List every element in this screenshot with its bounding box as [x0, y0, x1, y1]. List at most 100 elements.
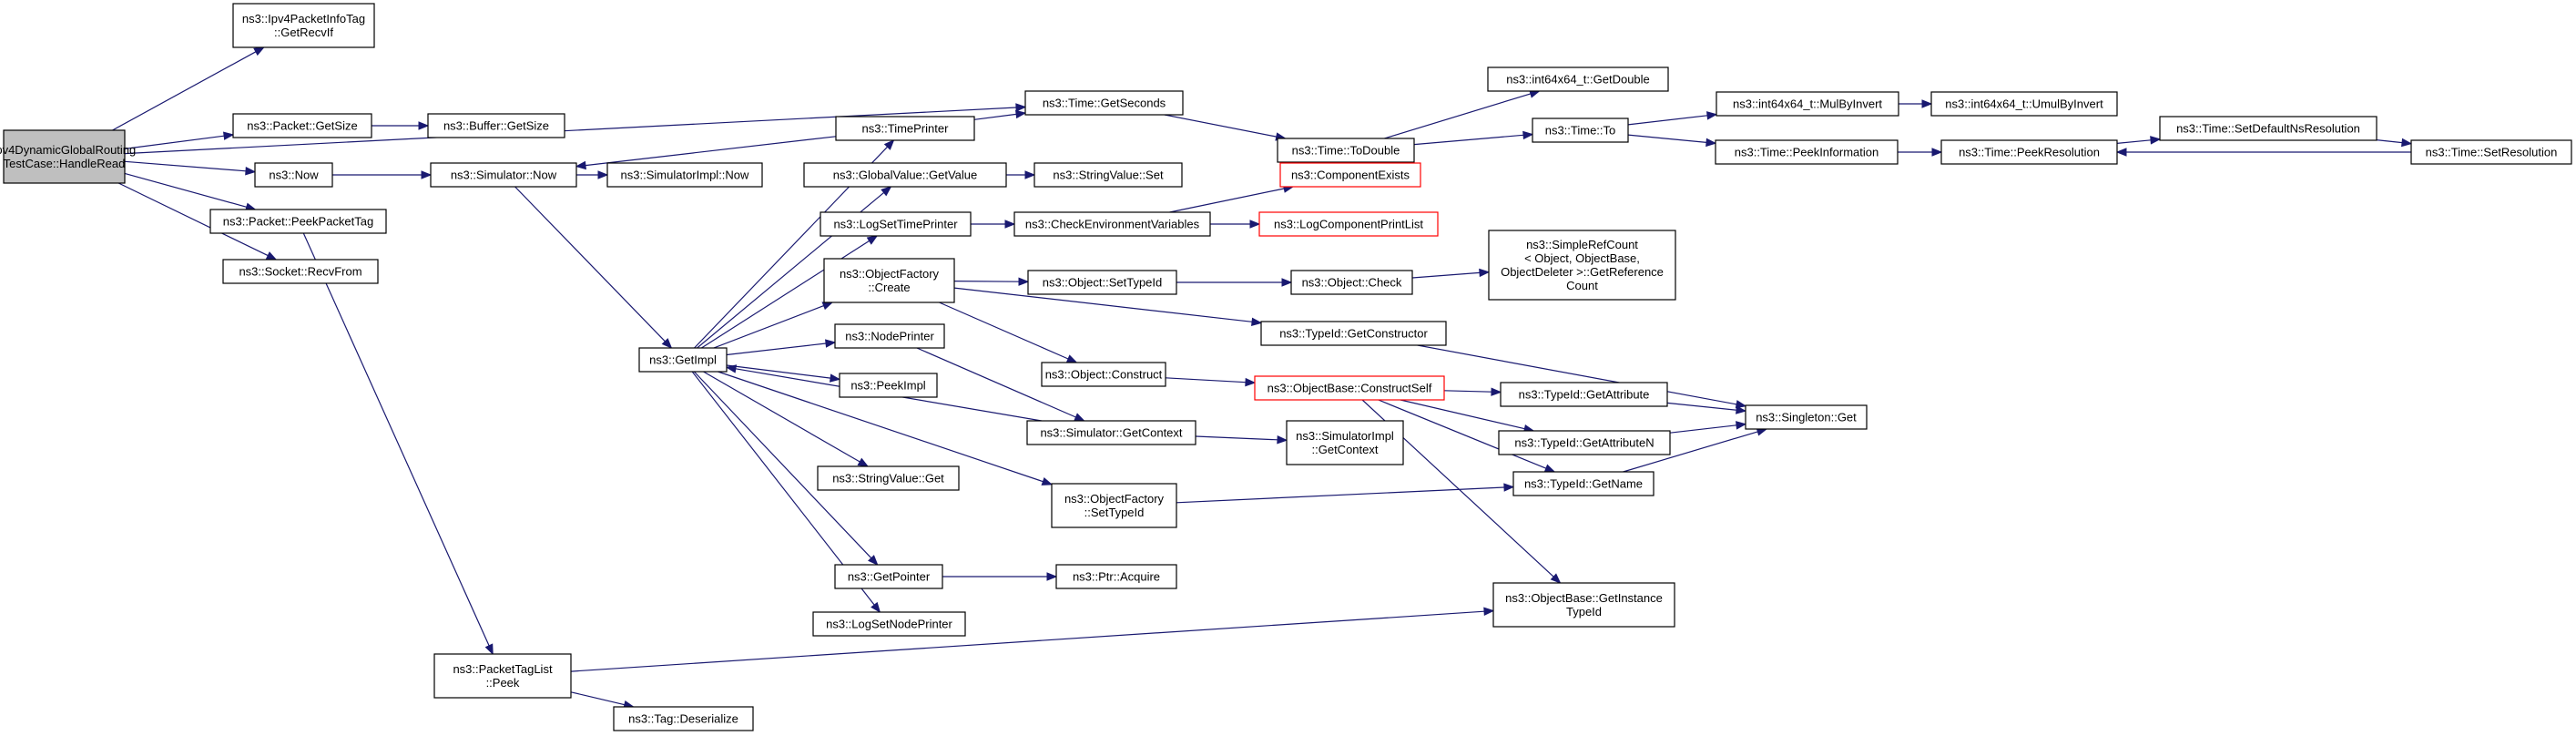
graph-node-ns3-time-todouble[interactable]: ns3::Time::ToDouble: [1277, 138, 1415, 163]
call-edge-n29-to-n37: [1384, 89, 1541, 139]
node-label: ns3::SimulatorImpl: [1296, 429, 1394, 443]
graph-node-ns3-stringvalue-set[interactable]: ns3::StringValue::Set: [1033, 162, 1183, 188]
graph-node-ns3-simulatorimpl-now[interactable]: ns3::SimulatorImpl::Now: [606, 162, 763, 188]
node-label: ns3::TypeId::GetAttributeN: [1514, 436, 1654, 450]
graph-node-ns3-globalvalue-getvalue[interactable]: ns3::GlobalValue::GetValue: [803, 162, 1007, 188]
graph-node-ns3-packet-peekpackettag[interactable]: ns3::Packet::PeekPacketTag: [209, 209, 387, 234]
node-label: ns3::Object::Check: [1302, 276, 1402, 290]
node-label: ns3::GetImpl: [649, 353, 717, 367]
graph-node-ns3-object-settypeid[interactable]: ns3::Object::SetTypeId: [1027, 270, 1177, 295]
arrowhead-icon: [1543, 464, 1556, 473]
graph-node-ns3-socket-recvfrom[interactable]: ns3::Socket::RecvFrom: [222, 259, 379, 284]
graph-node-ns3-time-setresolution[interactable]: ns3::Time::SetResolution: [2410, 139, 2572, 165]
graph-node-ns3-peekimpl[interactable]: ns3::PeekImpl: [839, 373, 938, 398]
call-edge-n8-to-n9: [576, 170, 609, 179]
edge-line: [703, 371, 860, 463]
graph-node-ns3-time-to[interactable]: ns3::Time::To: [1532, 118, 1629, 143]
node-label: ns3::TypeId::GetName: [1524, 477, 1643, 491]
graph-node-ns3-simulatorimpl-getcontext[interactable]: ns3::SimulatorImpl::GetContext: [1286, 420, 1404, 465]
graph-node-ns3-simulator-now[interactable]: ns3::Simulator::Now: [430, 162, 577, 188]
graph-node-ns3-time-peekresolution[interactable]: ns3::Time::PeekResolution: [1940, 139, 2118, 165]
graph-node-ns3-ipv4packetinfotag-getrecvif[interactable]: ns3::Ipv4PacketInfoTag::GetRecvIf: [232, 3, 375, 48]
graph-node-ns3-object-construct[interactable]: ns3::Object::Construct: [1041, 362, 1166, 387]
graph-node-ipv4dynamicglobalrouting-testcase-handleread[interactable]: Ipv4DynamicGlobalRoutingTestCase::Handle…: [0, 129, 136, 184]
call-edge-root-to-n2: [124, 131, 235, 149]
graph-node-ns3-packettaglist-peek[interactable]: ns3::PacketTagList::Peek: [433, 653, 572, 699]
graph-node-ns3-logsettimeprinter[interactable]: ns3::LogSetTimePrinter: [820, 211, 972, 237]
graph-node-ns3-now[interactable]: ns3::Now: [254, 162, 333, 188]
node-label: ns3::Packet::PeekPacketTag: [223, 215, 373, 229]
edge-line: [973, 113, 1017, 120]
call-edge-n11-to-n6: [973, 109, 1027, 120]
graph-node-ns3-time-getseconds[interactable]: ns3::Time::GetSeconds: [1024, 90, 1184, 116]
arrowhead-icon: [1281, 278, 1293, 287]
node-label: ns3::GetPointer: [848, 570, 931, 584]
graph-node-ns3-timeprinter[interactable]: ns3::TimePrinter: [835, 116, 975, 141]
graph-node-ns3-singleton-get[interactable]: ns3::Singleton::Get: [1745, 404, 1868, 430]
graph-node-ns3-typeid-getattributen[interactable]: ns3::TypeId::GetAttributeN: [1498, 430, 1671, 455]
node-label: ns3::Time::SetDefaultNsResolution: [2176, 122, 2360, 136]
node-label: ns3::Object::SetTypeId: [1043, 276, 1163, 290]
node-label: ObjectDeleter >::GetReference: [1501, 265, 1664, 279]
arrowhead-icon: [881, 186, 892, 197]
node-box: [3, 129, 126, 184]
graph-node-ns3-checkenvironmentvariables[interactable]: ns3::CheckEnvironmentVariables: [1013, 211, 1211, 237]
graph-node-ns3-objectfactory-create[interactable]: ns3::ObjectFactory::Create: [823, 258, 955, 303]
node-box: [1277, 138, 1415, 163]
graph-node-ns3-object-check[interactable]: ns3::Object::Check: [1290, 270, 1413, 295]
node-label: ns3::TimePrinter: [862, 122, 950, 136]
edge-line: [1627, 115, 1708, 126]
graph-node-ns3-ptr-acquire[interactable]: ns3::Ptr::Acquire: [1055, 564, 1177, 589]
node-box: [1716, 91, 1899, 117]
graph-node-ns3-objectfactory-settypeid[interactable]: ns3::ObjectFactory::SetTypeId: [1051, 483, 1177, 528]
node-box: [606, 162, 763, 188]
call-edge-n10-to-n18: [693, 371, 879, 566]
node-label: ns3::Time::GetSeconds: [1043, 97, 1166, 110]
graph-node-ns3-logcomponentprintlist[interactable]: ns3::LogComponentPrintList: [1258, 211, 1439, 237]
graph-node-ns3-packet-getsize[interactable]: ns3::Packet::GetSize: [232, 113, 372, 138]
call-edge-n38-to-n43: [1627, 111, 1718, 126]
graph-node-ns3-logsetnodeprinter[interactable]: ns3::LogSetNodePrinter: [812, 611, 966, 637]
node-box: [1024, 90, 1184, 116]
edge-line: [1411, 271, 1481, 279]
node-label: ns3::Singleton::Get: [1756, 411, 1857, 424]
graph-node-ns3-componentexists[interactable]: ns3::ComponentExists: [1279, 162, 1421, 188]
edge-line: [939, 302, 1069, 360]
node-box: [1286, 420, 1404, 465]
graph-node-ns3-nodeprinter[interactable]: ns3::NodePrinter: [834, 323, 945, 349]
edge-line: [1413, 134, 1524, 146]
graph-node-ns3-typeid-getconstructor[interactable]: ns3::TypeId::GetConstructor: [1260, 321, 1447, 346]
graph-node-ns3-int64x64-t-mulbyinvert[interactable]: ns3::int64x64_t::MulByInvert: [1716, 91, 1899, 117]
graph-node-ns3-simulator-getcontext[interactable]: ns3::Simulator::GetContext: [1026, 420, 1196, 445]
graph-node-ns3-getimpl[interactable]: ns3::GetImpl: [638, 347, 728, 373]
arrowhead-icon: [484, 643, 494, 656]
graph-node-ns3-typeid-getattribute[interactable]: ns3::TypeId::GetAttribute: [1500, 382, 1668, 407]
graph-node-ns3-buffer-getsize[interactable]: ns3::Buffer::GetSize: [427, 113, 565, 138]
graph-node-ns3-time-peekinformation[interactable]: ns3::Time::PeekInformation: [1715, 139, 1899, 165]
node-box: [254, 162, 333, 188]
node-label: ns3::Simulator::Now: [451, 169, 557, 182]
call-edge-n14-to-n25: [939, 302, 1078, 363]
arrowhead-icon: [1015, 109, 1027, 119]
node-box: [1745, 404, 1868, 430]
graph-node-ns3-objectbase-constructself[interactable]: ns3::ObjectBase::ConstructSelf: [1254, 375, 1445, 401]
node-box: [1027, 270, 1177, 295]
graph-node-ns3-tag-deserialize[interactable]: ns3::Tag::Deserialize: [613, 706, 754, 731]
graph-node-ns3-int64x64-t-umulbyinvert[interactable]: ns3::int64x64_t::UmulByInvert: [1930, 91, 2118, 117]
graph-node-ns3-stringvalue-get[interactable]: ns3::StringValue::Get: [817, 465, 960, 491]
graph-node-ns3-getpointer[interactable]: ns3::GetPointer: [834, 564, 943, 589]
graph-node-ns3-typeid-getname[interactable]: ns3::TypeId::GetName: [1512, 471, 1655, 496]
node-label: ns3::TypeId::GetConstructor: [1279, 327, 1428, 341]
call-edge-n24-to-n32: [1176, 278, 1293, 287]
graph-node-ns3-int64x64-t-getdouble[interactable]: ns3::int64x64_t::GetDouble: [1487, 66, 1669, 92]
node-label: ::SetTypeId: [1084, 506, 1145, 519]
graph-node-ns3-time-setdefaultnsresolution[interactable]: ns3::Time::SetDefaultNsResolution: [2159, 116, 2377, 141]
call-edge-n48-to-n49: [2376, 138, 2413, 148]
edge-line: [1176, 486, 1505, 504]
graph-node-ns3-simplerefcount-object-objectbase-objectdeleter-getreference-count[interactable]: ns3::SimpleRefCount< Object, ObjectBase,…: [1488, 230, 1676, 301]
node-label: ns3::SimulatorImpl::Now: [621, 169, 749, 182]
arrowhead-icon: [825, 339, 837, 348]
node-label: ns3::Object::Construct: [1045, 368, 1163, 382]
edge-line: [1378, 399, 1547, 469]
